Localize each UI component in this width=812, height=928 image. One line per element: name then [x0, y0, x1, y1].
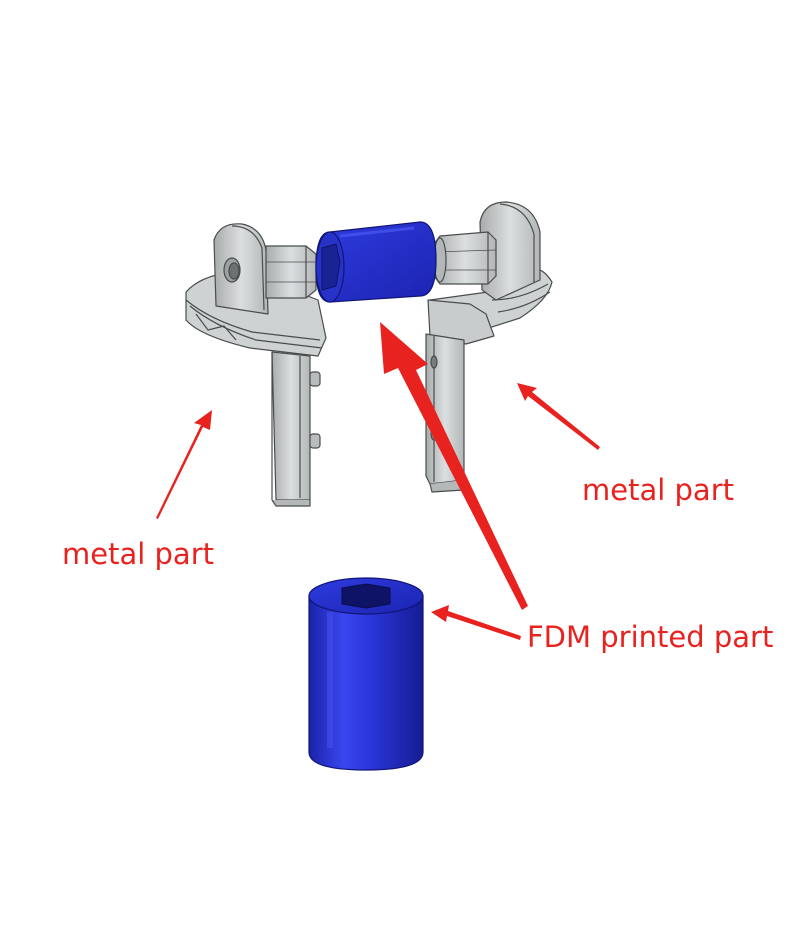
label-metal-part-right: metal part: [582, 473, 734, 507]
arrow-metal-right: [517, 383, 600, 450]
arrow-fdm-bottom: [431, 605, 521, 640]
arrow-fdm-top: [380, 322, 528, 610]
label-metal-part-left: metal part: [62, 537, 214, 571]
label-fdm-printed-part: FDM printed part: [527, 620, 774, 654]
fdm-part-standalone: [308, 577, 424, 771]
fdm-part-installed: [315, 221, 437, 303]
left-metal-bracket: [185, 223, 327, 507]
arrow-metal-left: [156, 410, 212, 519]
